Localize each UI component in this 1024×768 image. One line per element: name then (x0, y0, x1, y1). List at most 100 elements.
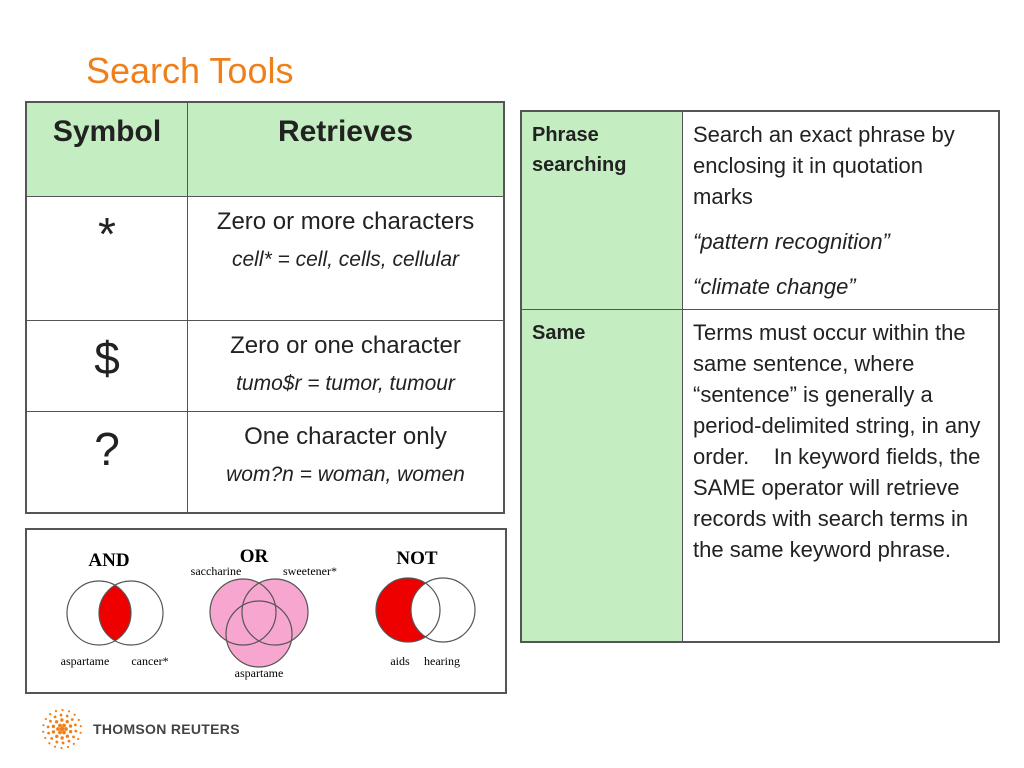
or-term-saccharine: saccharine (191, 564, 242, 578)
logo-dot (70, 718, 74, 721)
operator-example: “pattern recognition” (693, 229, 890, 254)
table-row: * Zero or more characters cell* = cell, … (25, 196, 505, 321)
retrieves-cell: Zero or more characters cell* = cell, ce… (187, 196, 505, 321)
logo-dot (60, 736, 64, 740)
logo-dot (77, 737, 80, 741)
logo-dot (67, 710, 71, 713)
logo-dot (60, 746, 63, 750)
logo-dot (64, 727, 68, 731)
header-symbol: Symbol (25, 101, 188, 197)
logo-dot (53, 715, 57, 719)
logo-dot (65, 734, 70, 738)
and-left-circle (66, 580, 132, 646)
logo-dot (61, 708, 64, 712)
logo-dot (42, 724, 45, 727)
or-circle-saccharine (209, 578, 277, 646)
and-left-term: aspartame (61, 654, 110, 668)
logo-dot (72, 735, 75, 739)
table-row: $ Zero or one character tumo$r = tumor, … (25, 320, 505, 412)
retrieves-cell: Zero or one character tumo$r = tumor, tu… (187, 320, 505, 412)
logo-dot (49, 713, 52, 716)
operator-definition-cell: Search an exact phrase by enclosing it i… (682, 110, 1000, 310)
logo-dot (42, 730, 45, 733)
or-term-aspartame: aspartame (235, 666, 284, 680)
logo-dot (47, 731, 51, 735)
boolean-venn-diagrams: AND aspartame cancer* OR saccharine swee… (25, 528, 507, 694)
operator-definition-cell: Terms must occur within the same sentenc… (682, 309, 1000, 643)
not-right-mask (411, 578, 475, 642)
logo-dot (67, 739, 71, 743)
retrieves-description: Zero or one character (230, 332, 461, 359)
operator-definition: Search an exact phrase by enclosing it i… (693, 122, 955, 209)
logo-dot (73, 713, 76, 716)
operator-name: Phrase searching (520, 110, 683, 310)
logo-dot (44, 717, 47, 721)
logo-dot (58, 723, 62, 728)
logo-dot (65, 719, 69, 724)
logo-dot (73, 723, 77, 727)
venn-svg: AND aspartame cancer* OR saccharine swee… (61, 546, 476, 680)
not-left-term: aids (390, 654, 410, 668)
logo-dot (65, 714, 69, 718)
symbol-cell: $ (25, 320, 188, 412)
or-term-sweetener: sweetener* (283, 564, 337, 578)
operator-table: Phrase searching Search an exact phrase … (520, 110, 1000, 643)
header-retrieves: Retrieves (187, 101, 505, 197)
logo-dot (79, 731, 82, 734)
not-label: NOT (396, 548, 438, 569)
not-right-circle (410, 577, 476, 643)
symbol-table-header: Symbol Retrieves (25, 101, 505, 197)
and-lens-fill (99, 581, 131, 645)
thomson-reuters-logo: THOMSON REUTERS (40, 707, 240, 751)
logo-dot (68, 729, 73, 734)
or-label: OR (240, 546, 269, 567)
logo-dot (74, 729, 78, 733)
not-right-term: hearing (424, 654, 460, 668)
symbol-cell: * (25, 196, 188, 321)
thomson-reuters-dot-sphere-icon (42, 708, 82, 750)
logo-dot (56, 727, 60, 731)
retrieves-description: Zero or more characters (216, 208, 475, 235)
table-row: ? One character only wom?n = woman, wome… (25, 411, 505, 513)
retrieves-description: One character only (244, 423, 447, 450)
logo-dot (62, 723, 66, 728)
logo-dot (55, 740, 59, 744)
table-row: Phrase searching Search an exact phrase … (520, 110, 1000, 310)
logo-dot (54, 709, 58, 713)
retrieves-example: tumo$r = tumor, tumour (236, 372, 455, 395)
logo-dot (53, 745, 57, 748)
operator-example: “climate change” (693, 274, 856, 299)
or-circle-sweetener (241, 578, 309, 646)
logo-dot (59, 713, 63, 717)
or-circle-aspartame (225, 600, 293, 668)
logo-dot (46, 725, 50, 729)
operator-definition: Terms must occur within the same sentenc… (693, 320, 987, 562)
retrieves-example: cell* = cell, cells, cellular (231, 248, 459, 271)
logo-dot (59, 726, 65, 732)
logo-dot (48, 742, 51, 745)
logo-dot (60, 718, 64, 722)
and-right-circle (98, 580, 164, 646)
retrieves-cell: One character only wom?n = woman, women (187, 411, 505, 513)
logo-dot (72, 742, 75, 745)
table-row: Same Terms must occur within the same se… (520, 309, 1000, 643)
logo-dot (66, 745, 70, 749)
logo-dot (68, 724, 73, 728)
logo-dot (50, 737, 54, 740)
and-right-term: cancer* (131, 654, 168, 668)
logo-dot (61, 741, 65, 745)
logo-dot (58, 730, 62, 735)
logo-dot (49, 719, 52, 723)
logo-dot (62, 730, 66, 735)
logo-dot (51, 730, 56, 734)
retrieves-example: wom?n = woman, women (226, 463, 465, 486)
logo-dot (51, 724, 56, 729)
logo-dot (54, 720, 59, 724)
logo-dot (44, 736, 47, 740)
logo-dot (55, 734, 59, 739)
symbol-cell: ? (25, 411, 188, 513)
not-left-circle (375, 577, 441, 643)
logo-text: THOMSON REUTERS (93, 721, 240, 737)
symbol-table: Symbol Retrieves * Zero or more characte… (25, 101, 505, 514)
slide-title: Search Tools (86, 50, 294, 91)
